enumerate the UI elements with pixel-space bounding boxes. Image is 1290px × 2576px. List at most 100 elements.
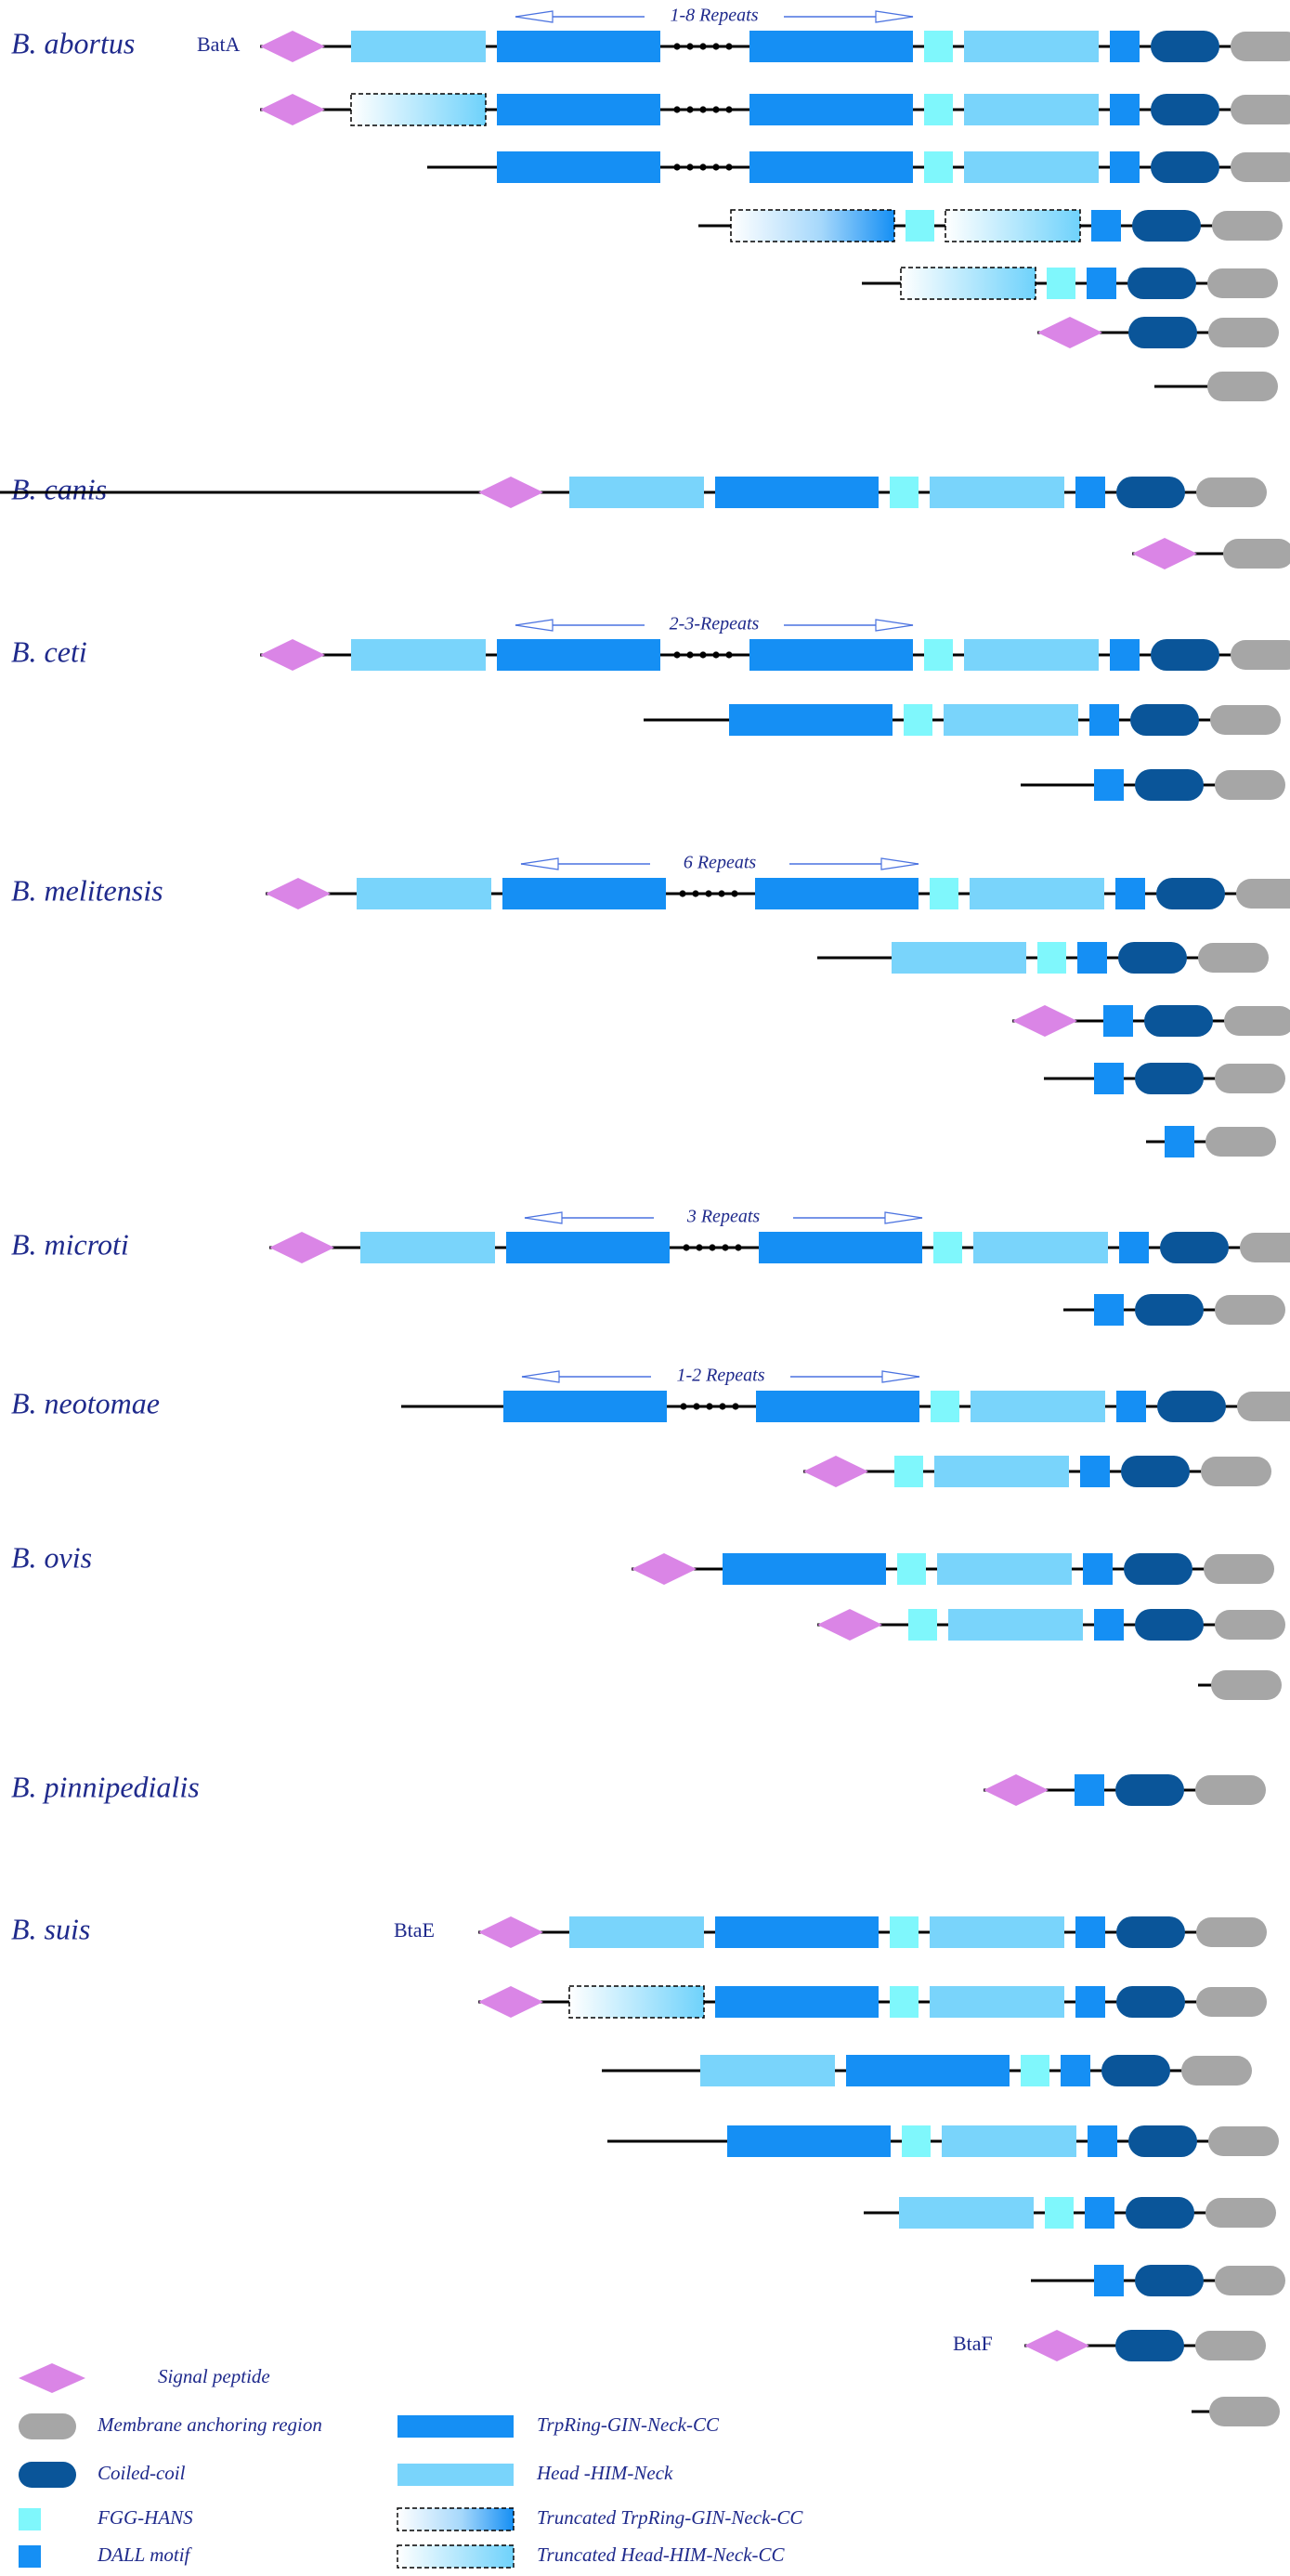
protein-row bbox=[1198, 1670, 1282, 1700]
legend-item: Membrane anchoring region bbox=[19, 2413, 322, 2439]
membrane-anchor-shape bbox=[1215, 770, 1285, 800]
fgg-hans-shape bbox=[931, 1391, 959, 1422]
head-him-neck-shape bbox=[892, 942, 1026, 974]
dall-motif-shape bbox=[1094, 769, 1124, 801]
signal-peptide-shape bbox=[266, 878, 331, 909]
truncated-trpring-shape bbox=[730, 209, 895, 242]
protein-row: 1-2 Repeats bbox=[401, 1366, 1290, 1422]
species-block: B. canis bbox=[0, 472, 1290, 569]
legend-label: DALL motif bbox=[97, 2543, 193, 2566]
membrane-anchor-shape bbox=[1208, 318, 1279, 347]
protein-row bbox=[1146, 1126, 1276, 1157]
repeat-count-label: 1-8 Repeats bbox=[671, 6, 759, 26]
membrane-anchor-shape bbox=[1181, 2056, 1252, 2086]
truncated-head-shape bbox=[945, 209, 1081, 242]
head-him-neck-shape bbox=[948, 1609, 1083, 1641]
legend-item: Truncated TrpRing-GIN-Neck-CC bbox=[397, 2506, 803, 2531]
coiled-coil-shape bbox=[1126, 2197, 1194, 2229]
truncated-head-shape bbox=[900, 267, 1036, 300]
head-him-neck-shape bbox=[942, 2125, 1076, 2157]
protein-row bbox=[1063, 1294, 1285, 1326]
legend-label: Truncated Head-HIM-Neck-CC bbox=[537, 2543, 786, 2566]
trpring-domain-shape bbox=[846, 2055, 1010, 2086]
trpring-domain-shape bbox=[503, 1391, 667, 1422]
fgg-hans-shape bbox=[924, 94, 953, 125]
protein-row bbox=[0, 477, 1267, 508]
legend-item: DALL motif bbox=[19, 2543, 193, 2568]
legend-truncated-trpring-icon bbox=[397, 2507, 515, 2531]
head-him-neck-shape bbox=[964, 639, 1099, 671]
signal-peptide-shape bbox=[269, 1232, 334, 1263]
fgg-hans-shape bbox=[930, 878, 958, 909]
dall-motif-shape bbox=[1110, 639, 1140, 671]
signal-peptide-shape bbox=[260, 31, 325, 62]
membrane-anchor-shape bbox=[1204, 1554, 1274, 1584]
species-name: B. suis bbox=[11, 1912, 90, 1945]
head-him-neck-shape bbox=[971, 1391, 1105, 1422]
membrane-anchor-shape bbox=[1208, 2126, 1279, 2156]
head-him-neck-shape bbox=[351, 639, 486, 671]
coiled-coil-shape bbox=[1144, 1005, 1213, 1037]
legend-item: Signal peptide bbox=[19, 2363, 270, 2393]
coiled-coil-shape bbox=[1128, 2125, 1197, 2157]
fgg-hans-shape bbox=[904, 704, 932, 736]
membrane-anchor-shape bbox=[1196, 1987, 1267, 2017]
membrane-anchor-shape bbox=[1231, 152, 1290, 182]
legend-item: Coiled-coil bbox=[19, 2462, 186, 2488]
trpring-domain-shape bbox=[729, 704, 893, 736]
dall-motif-shape bbox=[1119, 1232, 1149, 1263]
legend-label: TrpRing-GIN-Neck-CC bbox=[537, 2413, 720, 2436]
dall-motif-shape bbox=[1103, 1005, 1133, 1037]
coiled-coil-shape bbox=[1118, 942, 1187, 974]
trpring-domain-shape bbox=[756, 1391, 919, 1422]
membrane-anchor-shape bbox=[1207, 372, 1278, 401]
membrane-anchor-shape bbox=[1236, 879, 1290, 909]
coiled-coil-shape bbox=[1151, 31, 1219, 62]
head-him-neck-shape bbox=[351, 31, 486, 62]
protein-row bbox=[1044, 1063, 1285, 1094]
legend-label: Coiled-coil bbox=[98, 2462, 186, 2484]
legend-dall-icon bbox=[19, 2545, 41, 2568]
head-him-neck-shape bbox=[357, 878, 491, 909]
legend-head-icon bbox=[397, 2464, 514, 2486]
fgg-hans-shape bbox=[908, 1609, 937, 1641]
protein-row: 3 Repeats bbox=[269, 1207, 1290, 1263]
repeat-arrow: 3 Repeats bbox=[524, 1207, 923, 1227]
dall-motif-shape bbox=[1075, 477, 1105, 508]
protein-label: BatA bbox=[197, 33, 241, 56]
head-him-neck-shape bbox=[964, 94, 1099, 125]
coiled-coil-shape bbox=[1115, 1774, 1184, 1806]
coiled-coil-shape bbox=[1151, 94, 1219, 125]
signal-peptide-shape bbox=[632, 1553, 697, 1585]
coiled-coil-shape bbox=[1156, 878, 1225, 909]
protein-row bbox=[644, 704, 1281, 736]
membrane-anchor-shape bbox=[1223, 539, 1290, 569]
coiled-coil-shape bbox=[1157, 1391, 1226, 1422]
signal-peptide-shape bbox=[260, 94, 325, 125]
head-him-neck-shape bbox=[944, 704, 1078, 736]
trpring-domain-shape bbox=[723, 1553, 886, 1585]
protein-row: BatA 1-8 Repeats bbox=[197, 6, 1290, 62]
head-him-neck-shape bbox=[970, 878, 1104, 909]
membrane-anchor-shape bbox=[1215, 2266, 1285, 2295]
signal-peptide-shape bbox=[1037, 317, 1102, 348]
membrane-anchor-shape bbox=[1205, 2198, 1276, 2228]
repeat-count-label: 2-3-Repeats bbox=[670, 614, 760, 634]
dall-motif-shape bbox=[1116, 1391, 1146, 1422]
repeat-dots bbox=[673, 651, 733, 659]
trpring-domain-shape bbox=[497, 639, 660, 671]
protein-row bbox=[698, 209, 1283, 242]
protein-row bbox=[862, 267, 1278, 300]
protein-row bbox=[1132, 538, 1290, 569]
membrane-anchor-shape bbox=[1237, 1392, 1290, 1421]
fgg-hans-shape bbox=[897, 1553, 926, 1585]
trpring-domain-shape bbox=[749, 639, 913, 671]
coiled-coil-shape bbox=[1121, 1456, 1190, 1487]
coiled-coil-shape bbox=[1116, 1986, 1185, 2018]
signal-peptide-shape bbox=[1024, 2330, 1089, 2361]
trpring-domain-shape bbox=[715, 1916, 879, 1948]
